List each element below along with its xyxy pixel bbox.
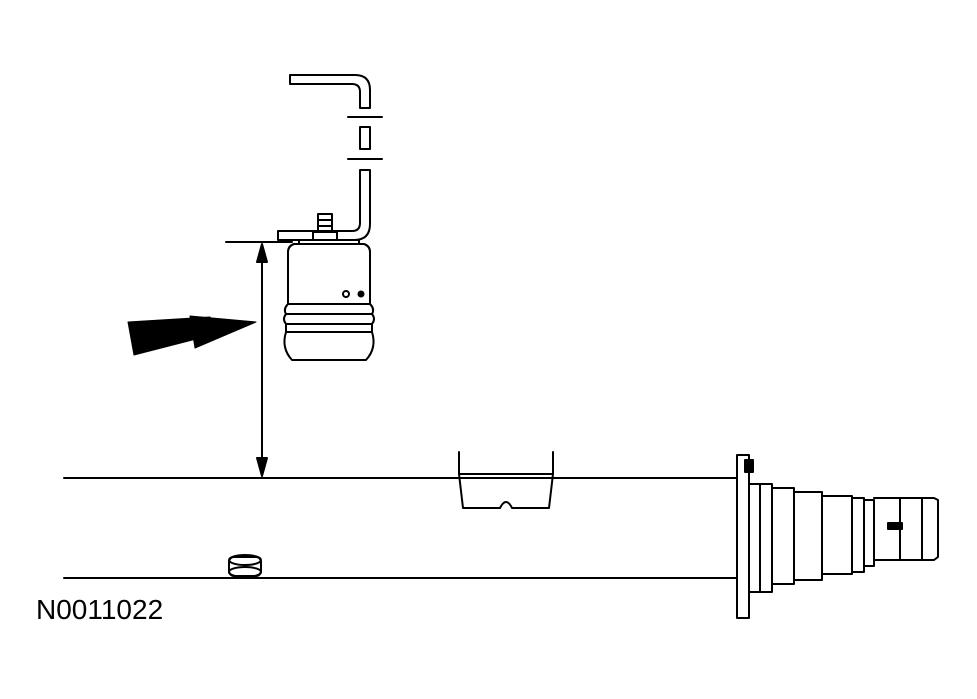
dimension-arrow-icon [225, 241, 293, 477]
sensor-body [283, 213, 375, 361]
axle-tube [63, 477, 737, 579]
plug-collar [228, 554, 262, 578]
double-arrow-right-icon [127, 315, 257, 356]
flange-spindle [736, 454, 939, 619]
bent-rod-tool [277, 74, 383, 241]
figure-id-label: N0011022 [36, 594, 164, 625]
mounting-bracket [458, 451, 554, 509]
sensor-dot [357, 290, 365, 298]
sensor-hole [342, 290, 350, 298]
